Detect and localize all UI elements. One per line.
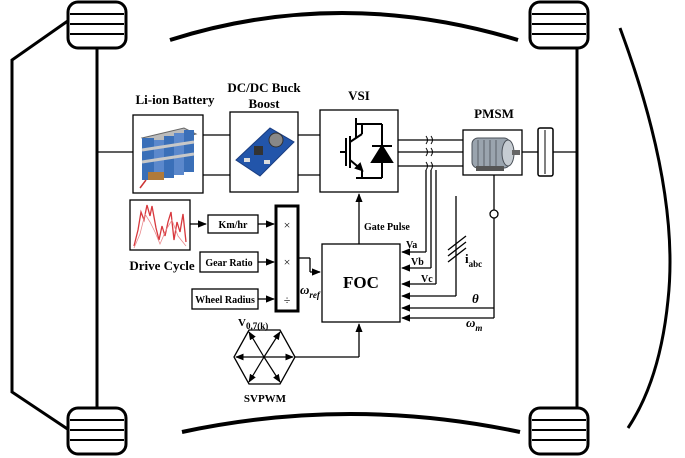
omega-ref-sub: ref: [309, 290, 320, 300]
product-divide-block: × × ÷: [274, 204, 300, 313]
svg-text:V0,7(k): V0,7(k): [238, 317, 268, 331]
gear-ratio-label: Gear Ratio: [205, 258, 252, 269]
li-ion-battery-block: Li-ion Battery: [132, 92, 215, 194]
divide-operator: ÷: [284, 293, 291, 307]
omega-ref-main: ω: [300, 282, 309, 297]
pmsm-block: PMSM: [462, 106, 523, 176]
va-label: Va: [406, 240, 417, 251]
v-vector-main: V: [238, 317, 246, 329]
multiply-operator-1: ×: [284, 218, 291, 232]
buck-boost-board-icon: [235, 127, 295, 177]
wheel-radius-block: Wheel Radius: [191, 288, 259, 310]
foc-block: FOC: [321, 243, 401, 323]
control-wires: [190, 170, 499, 358]
phase-line-break-marks: [425, 135, 433, 171]
omega-m-label: ωm: [466, 315, 482, 333]
top-body-arc: [169, 11, 519, 42]
svg-text:ωref: ωref: [300, 282, 321, 300]
omega-m-sub: m: [475, 323, 482, 333]
gate-pulse-label: Gate Pulse: [364, 222, 410, 233]
iabc-main: i: [465, 251, 469, 266]
multiply-operator-2: ×: [284, 255, 291, 269]
vsi-label: VSI: [348, 88, 370, 103]
dcdc-converter-block: DC/DC Buck Boost: [227, 80, 301, 193]
svg-text:iabc: iabc: [465, 251, 482, 269]
wheel-rear-right: [528, 406, 590, 456]
v-vector-sub: 0,7(k): [246, 321, 268, 331]
shaft-coupling-icon: [537, 127, 554, 177]
foc-label: FOC: [343, 273, 379, 292]
battery-label: Li-ion Battery: [135, 92, 215, 107]
omega-m-main: ω: [466, 315, 475, 330]
wheel-radius-label: Wheel Radius: [195, 295, 255, 306]
kmhr-label: Km/hr: [219, 220, 248, 231]
space-vector-arrows: [235, 331, 294, 383]
drive-cycle-plot: Drive Cycle: [129, 199, 195, 273]
vsi-block: VSI: [319, 88, 399, 193]
gear-ratio-block: Gear Ratio: [199, 251, 259, 273]
svpwm-label: SVPWM: [244, 393, 287, 405]
iabc-sub: abc: [469, 259, 483, 269]
kmhr-block: Km/hr: [207, 214, 259, 234]
omega-ref-label: ωref: [300, 282, 321, 300]
vb-label: Vb: [411, 257, 424, 268]
wheel-front-left: [66, 0, 128, 50]
pmsm-label: PMSM: [474, 106, 514, 121]
voltage-vector-label: V0,7(k): [238, 317, 268, 331]
battery-pack-icon: [139, 127, 198, 189]
dcdc-label-line1: DC/DC Buck: [227, 80, 301, 95]
drive-cycle-label: Drive Cycle: [129, 258, 195, 273]
theta-label: θ: [472, 291, 479, 306]
svg-text:ωm: ωm: [466, 315, 482, 333]
vehicle-chassis: [10, 11, 672, 434]
wheel-rear-left: [66, 406, 128, 456]
left-body-outline: [10, 16, 73, 434]
igbt-diode-icon: [340, 118, 394, 179]
wheel-front-right: [528, 0, 590, 50]
iabc-label: iabc: [465, 251, 482, 269]
vc-label: Vc: [421, 274, 433, 285]
dcdc-label-line2: Boost: [248, 96, 280, 111]
bottom-body-arc: [181, 412, 521, 434]
power-path-wires: [97, 134, 577, 176]
right-body-outline: [618, 27, 672, 429]
svpwm-hexagon: SVPWM: [233, 329, 296, 405]
motor-icon: [471, 137, 520, 171]
